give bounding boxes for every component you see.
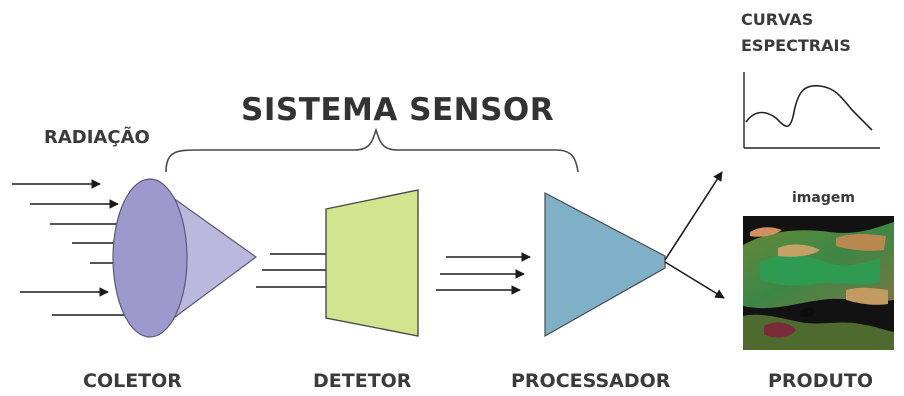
image-label: imagem — [792, 190, 855, 206]
product-label: PRODUTO — [768, 370, 874, 392]
detector-processor-arrows — [436, 252, 531, 295]
spectral-curve-icon — [743, 72, 880, 149]
output-arrows — [664, 171, 725, 299]
satellite-image-icon — [743, 216, 894, 350]
detector-trapezoid-icon — [325, 189, 419, 337]
collector-label: COLETOR — [83, 370, 182, 392]
processor-triangle-icon — [544, 192, 666, 338]
detector-label: DETETOR — [313, 370, 412, 392]
diagram-title: SISTEMA SENSOR — [241, 92, 555, 128]
right-arrow-icon — [664, 171, 723, 261]
processor-label: PROCESSADOR — [511, 370, 671, 392]
spectral-curves-label-line1: CURVAS — [741, 10, 814, 29]
radiation-label: RADIAÇÃO — [44, 127, 150, 148]
right-arrow-icon — [664, 261, 725, 299]
collector-cone-icon — [112, 178, 258, 339]
sensor-system-brace — [165, 127, 579, 173]
spectral-curves-label-line2: ESPECTRAIS — [741, 36, 851, 55]
